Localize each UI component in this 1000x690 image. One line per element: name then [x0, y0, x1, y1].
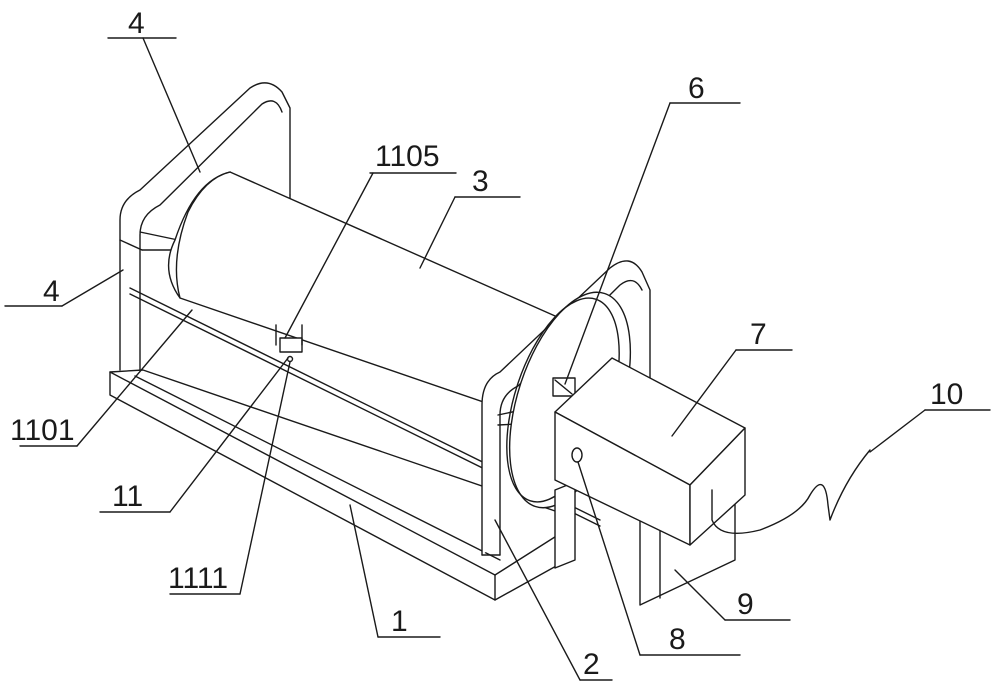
label-4-left: 4	[43, 275, 60, 308]
label-1105: 1105	[375, 140, 440, 173]
label-10: 10	[930, 378, 963, 411]
label-9: 9	[737, 588, 754, 621]
label-1111: 1111	[168, 562, 228, 595]
label-2: 2	[583, 648, 600, 681]
label-6: 6	[688, 72, 705, 105]
label-1: 1	[391, 605, 408, 638]
label-7: 7	[750, 318, 767, 351]
label-8: 8	[669, 623, 686, 656]
motor-box	[555, 358, 745, 545]
label-11: 11	[112, 480, 143, 513]
label-1101: 1101	[10, 414, 75, 447]
label-3: 3	[472, 165, 489, 198]
label-4-top: 4	[128, 7, 145, 40]
